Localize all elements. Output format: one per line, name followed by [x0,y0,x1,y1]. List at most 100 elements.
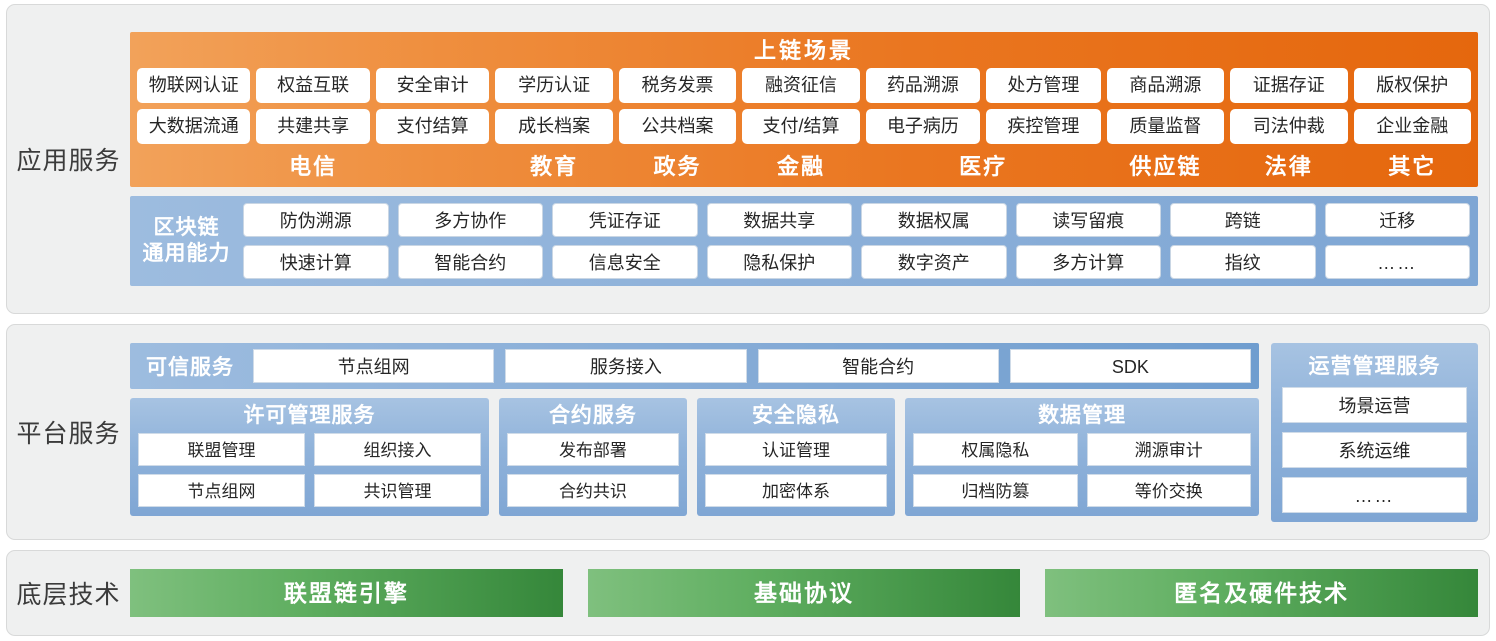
scene-panel: 上链场景 物联网认证权益互联安全审计大数据流通共建共享支付结算电信学历认证成长档… [130,32,1478,187]
scene-chip[interactable]: 版权保护 [1353,68,1471,104]
platform-service-card: 合约服务发布部署合约共识 [498,397,687,516]
capability-chip[interactable]: 数据共享 [706,202,852,237]
scene-chip[interactable]: 公共档案 [618,109,737,145]
trusted-service-items: 节点组网服务接入智能合约 SDK [253,348,1251,383]
scene-chip[interactable]: 融资征信 [742,68,860,104]
capability-chip[interactable]: 隐私保护 [706,244,852,279]
capability-chip[interactable]: 迁移 [1324,202,1470,237]
scene-chip-row: 司法仲裁 [1230,109,1348,145]
scene-chip[interactable]: 支付结算 [375,109,490,145]
platform-service-chip[interactable]: 认证管理 [704,432,888,466]
platform-service-title: 合约服务 [548,403,637,427]
platform-service-chip[interactable]: 溯源审计 [1086,432,1251,466]
scene-column: 证据存证司法仲裁法律 [1230,68,1348,181]
platform-service-row: 发布部署 [506,432,679,466]
platform-service-chip[interactable]: 节点组网 [138,473,305,507]
scene-chip[interactable]: 企业金融 [1353,109,1471,145]
capability-grid: 防伪溯源多方协作凭证存证数据共享数据权属读写留痕跨链迁移快速计算智能合约信息安全… [243,202,1470,279]
scene-chip[interactable]: 药品溯源 [865,68,981,104]
scene-chip[interactable]: 安全审计 [375,68,490,104]
scene-column: 税务发票公共档案政务 [618,68,737,181]
platform-service-chip[interactable]: 联盟管理 [138,432,305,466]
operations-management-title: 运营管理服务 [1308,354,1441,378]
platform-service-grid: 联盟管理组织接入节点组网共识管理 [138,432,481,507]
capability-chip[interactable]: 指纹 [1170,244,1316,279]
scene-column: 物联网认证权益互联安全审计大数据流通共建共享支付结算电信 [137,68,490,181]
scene-chip[interactable]: 商品溯源 [1106,68,1225,104]
scene-chip[interactable]: 物联网认证 [137,68,251,104]
scene-column: 融资征信支付/结算金融 [742,68,860,181]
scene-category-label: 法律 [1264,154,1313,180]
scene-chip[interactable]: 税务发票 [618,68,737,104]
scene-columns: 物联网认证权益互联安全审计大数据流通共建共享支付结算电信学历认证成长档案教育税务… [137,68,1471,181]
platform-service-row: 认证管理 [704,432,888,466]
capability-chip[interactable]: …… [1324,244,1470,279]
scene-chip[interactable]: 处方管理 [986,68,1101,104]
trusted-service-chip[interactable]: 智能合约 [757,348,999,383]
scene-category-label: 电信 [289,154,338,180]
platform-service-title: 安全隐私 [752,403,841,427]
platform-service-chip[interactable]: 发布部署 [506,432,679,466]
trusted-service-chip[interactable]: 服务接入 [505,348,747,383]
operations-chip[interactable]: 场景运营 [1282,386,1467,423]
scene-chip[interactable]: 司法仲裁 [1230,109,1348,145]
scene-chip[interactable]: 证据存证 [1230,68,1348,104]
capability-label-line1: 区块链 [153,215,220,239]
capability-chip[interactable]: 防伪溯源 [243,202,389,237]
layer-base-technology: 底层技术 联盟链引擎基础协议匿名及硬件技术 [6,550,1490,636]
capability-chip[interactable]: 智能合约 [397,244,543,279]
platform-service-chip[interactable]: 等价交换 [1086,473,1251,507]
scene-column: 学历认证成长档案教育 [495,68,613,181]
trusted-service-chip[interactable]: 节点组网 [253,348,495,383]
scene-chip[interactable]: 共建共享 [256,109,370,145]
capability-chip[interactable]: 多方协作 [397,202,543,237]
scene-category-label: 教育 [530,154,579,180]
scene-category-label: 金融 [776,154,825,180]
scene-chip[interactable]: 大数据流通 [137,109,251,145]
platform-service-chip[interactable]: 合约共识 [506,473,679,507]
capability-chip[interactable]: 数字资产 [861,244,1007,279]
base-technology-bar[interactable]: 匿名及硬件技术 [1045,569,1479,617]
scene-column: 版权保护企业金融其它 [1353,68,1471,181]
operations-chip[interactable]: 系统运维 [1282,431,1467,468]
platform-service-card: 数据管理权属隐私溯源审计归档防篡等价交换 [905,397,1259,516]
scene-chip[interactable]: 权益互联 [256,68,370,104]
platform-service-chip[interactable]: 权属隐私 [913,432,1078,466]
capability-chip[interactable]: 多方计算 [1015,244,1161,279]
base-technology-bar[interactable]: 基础协议 [587,569,1021,617]
scene-chip[interactable]: 质量监督 [1106,109,1225,145]
scene-chip-row: 商品溯源 [1106,68,1225,104]
platform-service-row: 节点组网共识管理 [138,473,481,507]
operations-management-items: 场景运营系统运维 …… [1282,386,1467,513]
scene-chip-row: 支付/结算 [742,109,860,145]
platform-service-chip[interactable]: 归档防篡 [913,473,1078,507]
capability-chip[interactable]: 凭证存证 [552,202,698,237]
scene-chip-row: 证据存证 [1230,68,1348,104]
platform-service-chip[interactable]: 组织接入 [313,432,481,466]
scene-category-label: 政务 [653,154,702,180]
capability-panel-label: 区块链 通用能力 [138,215,235,268]
capability-chip[interactable]: 读写留痕 [1015,202,1161,237]
scene-chip[interactable]: 成长档案 [495,109,613,145]
scene-column: 药品溯源处方管理电子病历疾控管理医疗 [865,68,1101,181]
scene-chip[interactable]: 支付/结算 [742,109,860,145]
capability-chip[interactable]: 跨链 [1170,202,1316,237]
base-technology-bar[interactable]: 联盟链引擎 [130,569,563,617]
capability-chip[interactable]: 信息安全 [552,244,698,279]
capability-chip[interactable]: 数据权属 [861,202,1007,237]
scene-chip[interactable]: 学历认证 [495,68,613,104]
layer-label-platform: 平台服务 [16,420,121,448]
platform-service-chip[interactable]: 共识管理 [313,473,481,507]
platform-service-card: 许可管理服务联盟管理组织接入节点组网共识管理 [130,397,489,516]
scene-chip-row: 物联网认证权益互联安全审计 [137,68,490,104]
capability-chip[interactable]: 快速计算 [243,244,389,279]
trusted-service-chip[interactable]: SDK [1009,348,1251,383]
scene-panel-title: 上链场景 [753,38,854,64]
operations-chip[interactable]: …… [1282,476,1467,513]
scene-chip[interactable]: 电子病历 [865,109,981,145]
scene-category-label: 医疗 [959,154,1008,180]
scene-chip[interactable]: 疾控管理 [986,109,1101,145]
platform-service-chip[interactable]: 加密体系 [704,473,888,507]
